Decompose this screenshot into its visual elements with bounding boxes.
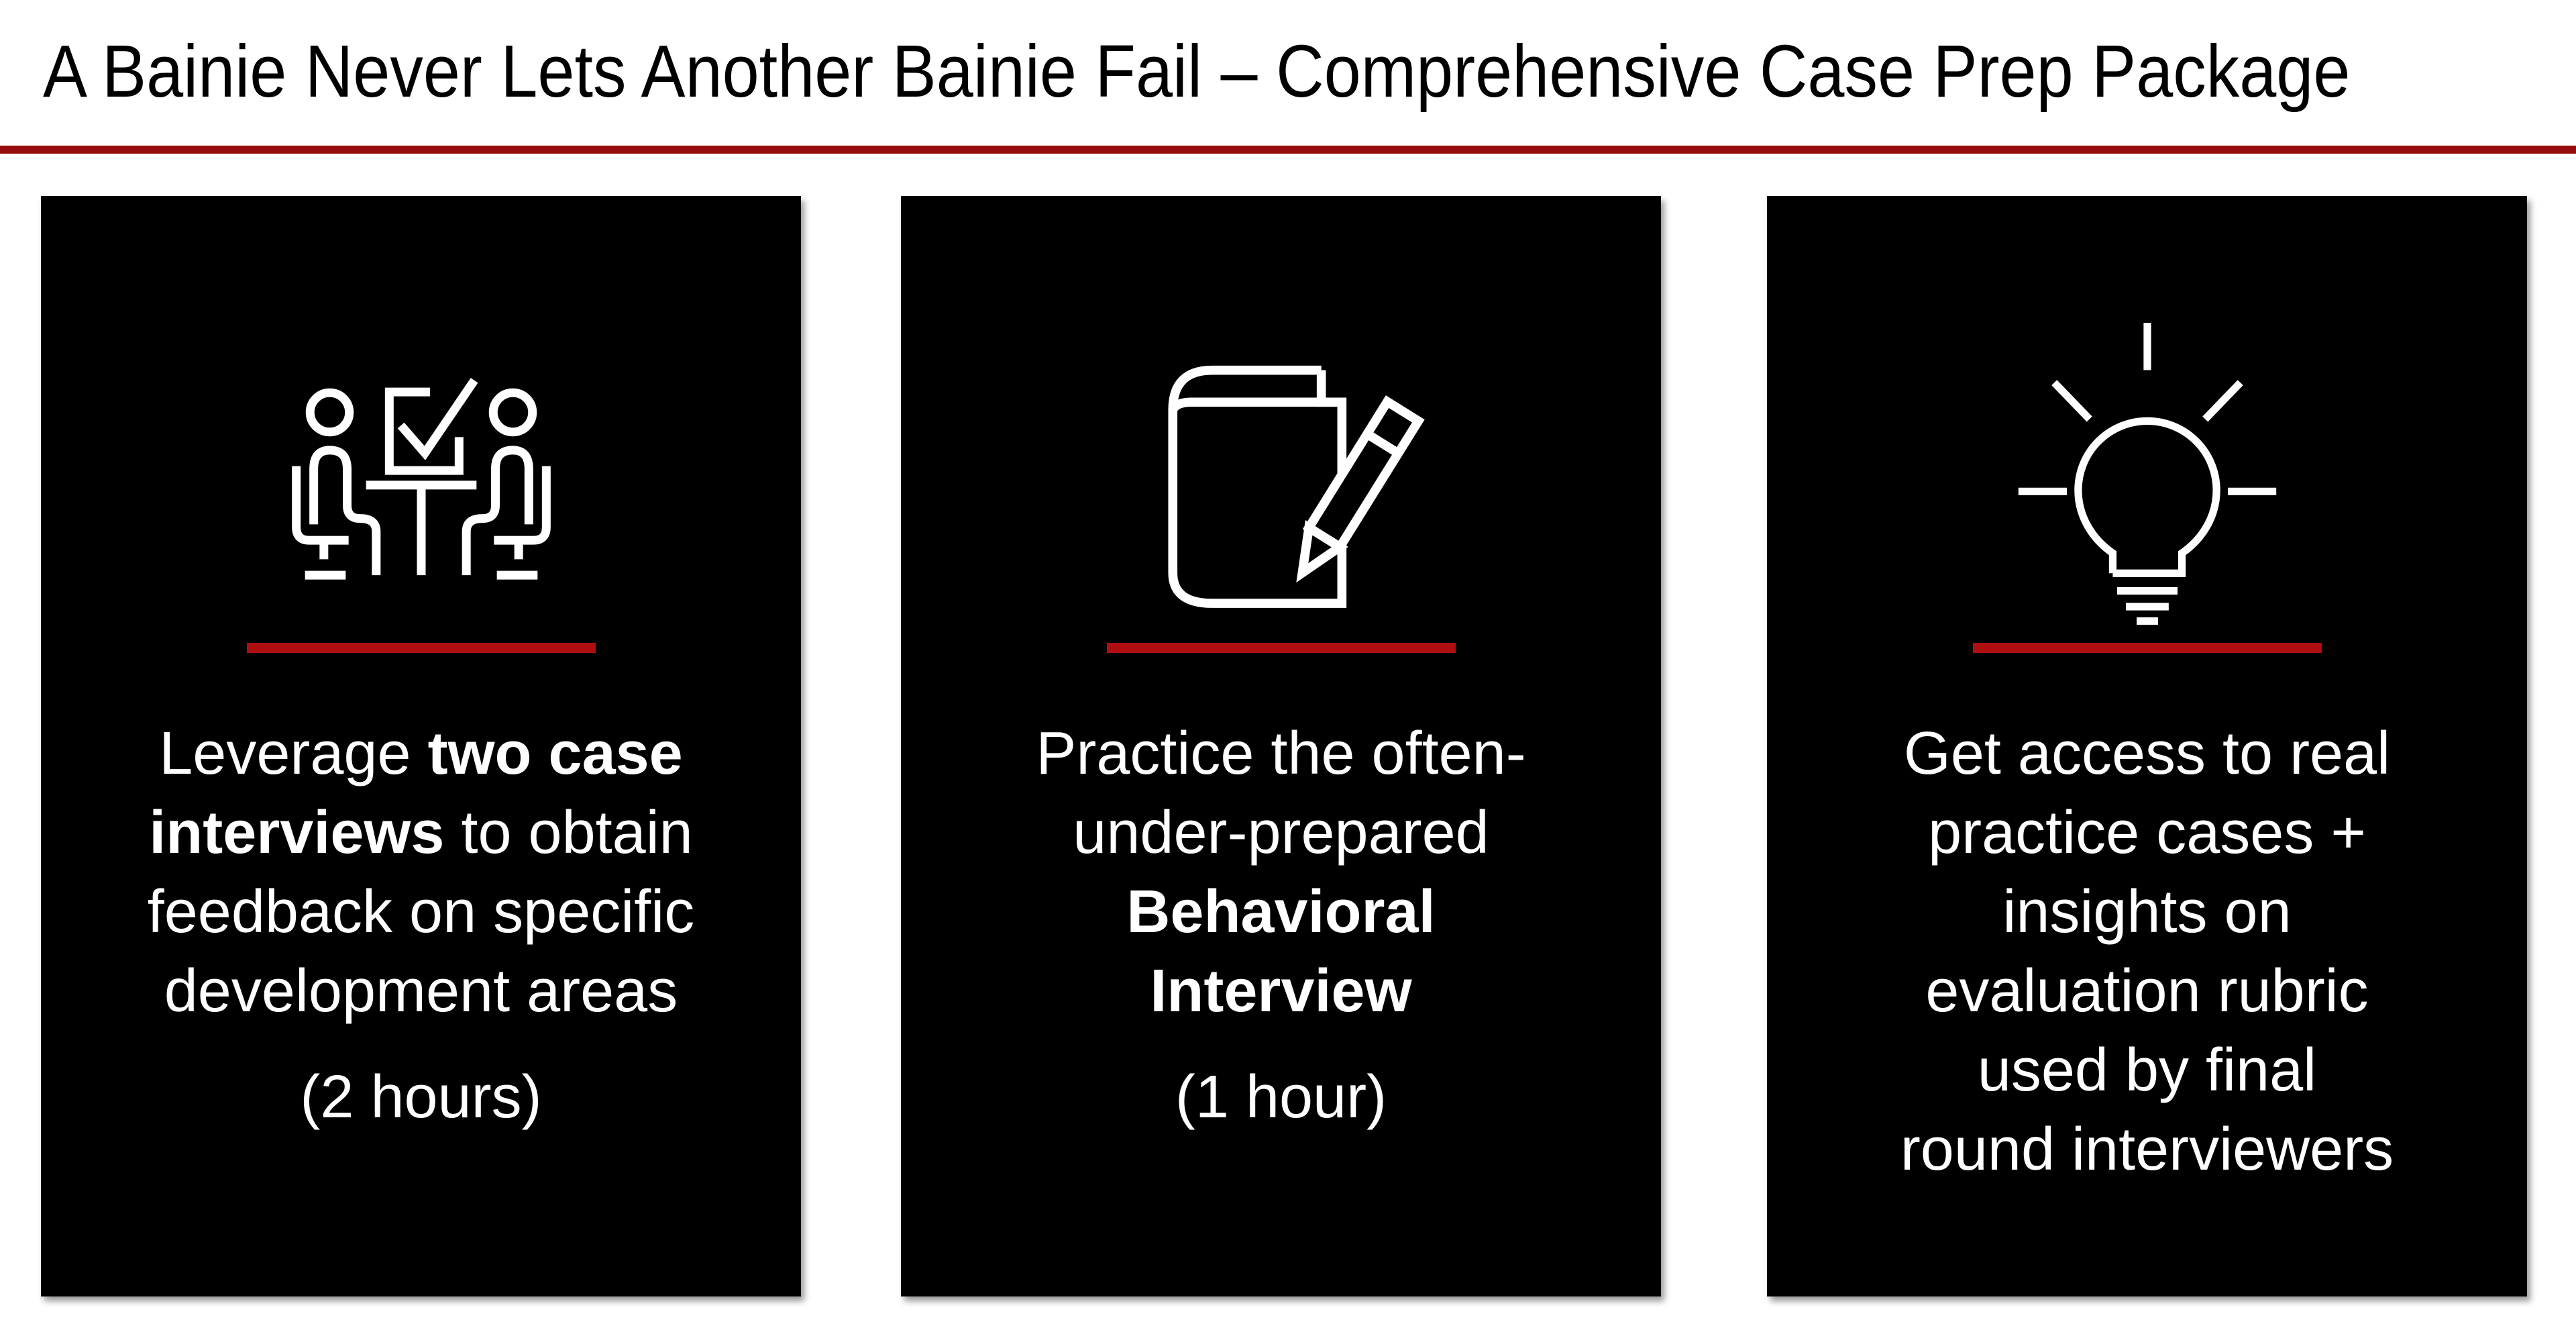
card-text-segment: feedback on specific — [147, 878, 695, 946]
card-text-line: Leverage two case — [148, 714, 695, 793]
card-text-line: evaluation rubric — [1900, 952, 2394, 1031]
card-divider-line — [1106, 643, 1456, 653]
card-divider-line — [246, 643, 596, 653]
card-text-line: development areas — [148, 952, 695, 1031]
card-text-line: used by final — [1900, 1031, 2394, 1110]
card-icon-area — [1098, 303, 1464, 625]
card-text-line: round interviewers — [1900, 1110, 2394, 1189]
card-duration: (1 hour) — [1175, 1064, 1387, 1131]
card-practice-cases: Get access to real practice cases + insigh… — [1767, 196, 2527, 1296]
card-text-line: Get access to real — [1900, 714, 2394, 793]
card-icon-area — [247, 303, 596, 625]
card-text-segment-bold: Interview — [1150, 958, 1412, 1025]
card-text-segment: Practice the often- — [1036, 720, 1526, 787]
card-text-line: Interview — [1036, 952, 1525, 1031]
card-divider-line — [1972, 643, 2322, 653]
lightbulb-icon — [2018, 323, 2276, 625]
card-text-segment: round interviewers — [1900, 1116, 2394, 1183]
card-text-line: Behavioral — [1036, 872, 1525, 952]
card-text-segment-bold: interviews — [149, 799, 445, 866]
card-duration: (2 hours) — [300, 1064, 542, 1131]
card-text-line: practice cases + — [1900, 793, 2394, 872]
card-text-segment: development areas — [164, 958, 678, 1025]
card-text-segment: used by final — [1977, 1037, 2317, 1104]
card-text-line: feedback on specific — [148, 872, 695, 952]
card-text-segment: practice cases + — [1928, 799, 2366, 866]
card-text-line: insights on — [1900, 872, 2394, 952]
card-text-segment: insights on — [2002, 878, 2292, 946]
page-title: A Bainie Never Lets Another Bainie Fail … — [43, 30, 2351, 113]
card-text-segment-bold: two case — [427, 720, 683, 787]
card-text-segment: under-prepared — [1073, 799, 1489, 866]
card-text-segment: to obtain — [444, 799, 693, 866]
card-text-segment: Get access to real — [1903, 720, 2391, 787]
card-text-line: Practice the often- — [1036, 714, 1525, 793]
card-text-segment: Leverage — [159, 720, 428, 787]
card-text-line: under-prepared — [1036, 793, 1525, 872]
card-text-line: interviews to obtain — [148, 793, 695, 872]
card-text-segment-bold: Behavioral — [1126, 878, 1436, 946]
card-text-segment: evaluation rubric — [1925, 958, 2369, 1025]
notebook-pencil-icon — [1168, 365, 1425, 608]
card-description: Get access to real practice cases + insigh… — [1900, 714, 2394, 1189]
title-rule — [0, 146, 2576, 154]
card-icon-area — [1996, 303, 2298, 625]
interview-table-checkbox-icon — [291, 377, 551, 580]
